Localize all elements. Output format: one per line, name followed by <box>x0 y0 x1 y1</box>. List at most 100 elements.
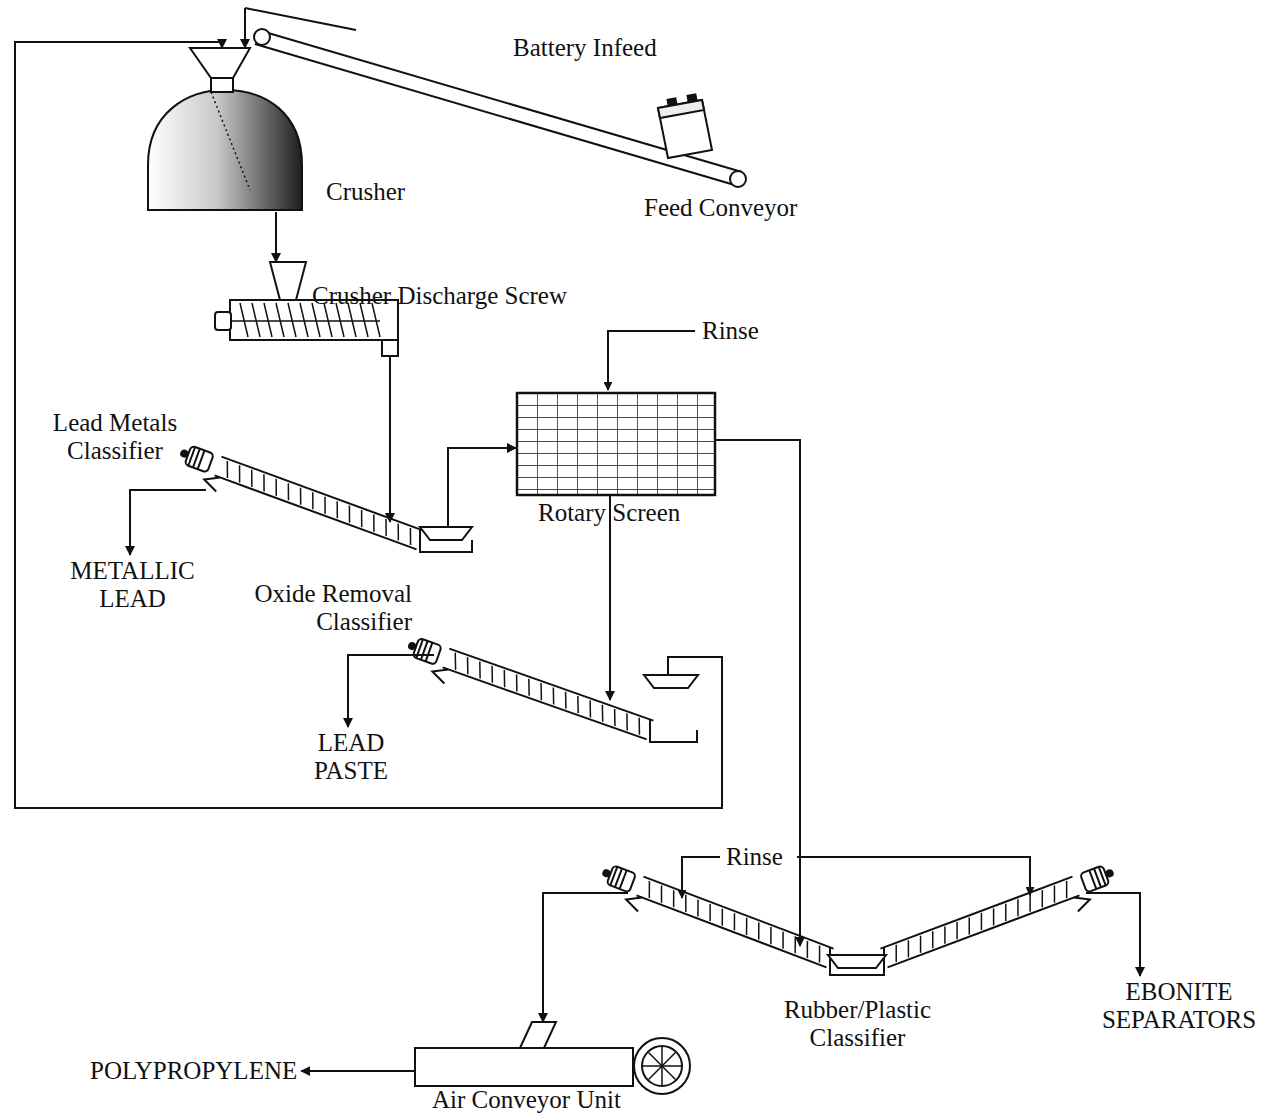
feed-hopper <box>644 675 698 688</box>
screw-flight <box>336 501 338 518</box>
trough-edge <box>215 475 417 549</box>
screw-flight <box>819 945 821 962</box>
screw-flight <box>540 683 542 700</box>
screw-flight <box>782 932 784 949</box>
screw-flight <box>565 692 567 709</box>
screw-flight <box>288 303 296 337</box>
screw-flight <box>275 479 277 496</box>
equipment-node: Battery InfeedFeed Conveyor <box>240 6 745 188</box>
screw-flight <box>324 497 326 514</box>
discharge-spout <box>432 669 448 683</box>
fan-blade <box>661 1066 663 1085</box>
fan-blade <box>649 1053 662 1066</box>
flow-arrow <box>130 490 206 555</box>
screw-flight <box>263 474 265 491</box>
trough-edge <box>888 895 1080 967</box>
screw-flight <box>807 941 809 958</box>
trough-edge <box>636 895 826 967</box>
equipment-label: Crusher <box>326 178 405 206</box>
screw-flight <box>312 492 314 509</box>
discharge-spout <box>1074 897 1090 911</box>
flow-arrow <box>275 212 277 262</box>
drive-motor <box>406 636 442 665</box>
flow-arrow <box>448 448 516 527</box>
output-label: LEAD PASTE <box>297 729 405 784</box>
flow-arrow <box>609 496 611 700</box>
feed-hopper <box>828 955 886 968</box>
screw-flight <box>1042 890 1044 907</box>
screw-flight <box>638 718 640 735</box>
equipment-label: Crusher Discharge Screw <box>312 282 567 310</box>
flow-arrow <box>348 655 434 727</box>
drive-motor <box>178 443 214 472</box>
crusher <box>148 48 302 210</box>
screw-flight <box>673 890 675 907</box>
equipment-label: Rubber/Plastic Classifier <box>765 996 950 1051</box>
fan-blade <box>662 1066 675 1079</box>
screw-flight <box>794 936 796 953</box>
screw-classifiers <box>178 443 1116 975</box>
output-node: METALLIC LEAD <box>55 557 210 612</box>
screw-flight <box>758 922 760 939</box>
flow-arrow <box>15 42 722 808</box>
equipment-node: Air Conveyor Unit <box>414 1020 692 1088</box>
trough-edge <box>880 877 1072 949</box>
screw-flight <box>251 470 253 487</box>
flow-arrow <box>716 440 800 946</box>
output-node: LEAD PASTE <box>297 729 405 784</box>
screw-flight <box>895 945 897 962</box>
flow-arrow <box>1086 893 1140 976</box>
fan-blade <box>661 1047 663 1066</box>
equipment-node: Rotary Screen <box>516 392 716 496</box>
screw-flight <box>589 700 591 717</box>
feed-conveyor <box>245 8 746 187</box>
screw-flight <box>479 661 481 678</box>
drive-motor <box>600 863 636 893</box>
equipment-label: Feed Conveyor <box>644 194 797 222</box>
rinse-leaders <box>608 331 1030 898</box>
screw-flight <box>734 913 736 930</box>
equipment-label: Oxide Removal Classifier <box>218 580 412 635</box>
equipment-label: Air Conveyor Unit <box>432 1086 621 1114</box>
screw-flight <box>504 670 506 687</box>
screw-flight <box>722 909 724 926</box>
equipment-label: Lead Metals Classifier <box>35 409 195 464</box>
flow-arrow <box>543 893 628 1022</box>
screw-flight <box>397 524 399 541</box>
screw-flight <box>1005 904 1007 921</box>
screw-flight <box>920 936 922 953</box>
screw-flight <box>969 917 971 934</box>
trough-edge <box>449 649 653 721</box>
screw-flight <box>300 488 302 505</box>
trough-edge <box>443 667 647 739</box>
screw-flight <box>264 303 272 337</box>
screw-flight <box>300 303 308 337</box>
equipment-node: Oxide Removal Classifier <box>424 644 699 744</box>
screw-flight <box>385 519 387 536</box>
screw-flight <box>467 657 469 674</box>
screw-flight <box>661 886 663 903</box>
screw-flight <box>349 506 351 523</box>
fan-blade <box>662 1065 681 1067</box>
screw-flight <box>685 895 687 912</box>
trough-edge <box>644 877 834 949</box>
output-label: EBONITE SEPARATORS <box>1100 978 1258 1033</box>
screw-flight <box>1054 886 1056 903</box>
flow-arrow <box>389 356 391 522</box>
screw-flight <box>602 705 604 722</box>
screw-flight <box>1029 895 1031 912</box>
screw-flight <box>516 674 518 691</box>
screw-flight <box>252 303 260 337</box>
screw-flight <box>240 303 248 337</box>
battery <box>658 94 712 158</box>
screw-flight <box>577 696 579 713</box>
discharge-spout <box>626 897 642 911</box>
screw-flight <box>649 881 651 898</box>
screw-flight <box>553 687 555 704</box>
screw-flight <box>626 713 628 730</box>
screw-flight <box>491 666 493 683</box>
screw-flight <box>276 303 284 337</box>
trough-end <box>650 720 697 742</box>
equipment-label: Rotary Screen <box>538 499 680 527</box>
screw-flight <box>455 653 457 670</box>
